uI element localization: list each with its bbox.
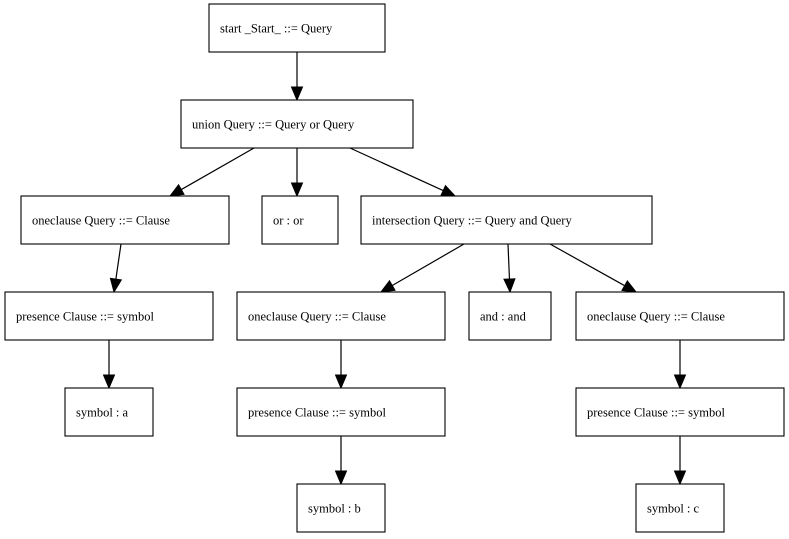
node-box [20,195,230,245]
node-box [360,195,653,245]
node-presence1: presence Clause ::= symbol [4,291,214,341]
edge-line [391,243,465,287]
node-presence2: presence Clause ::= symbol [236,387,446,437]
node-label: start _Start_ ::= Query [220,22,333,36]
arrowhead [621,279,638,293]
node-box [635,483,725,533]
edge-line [507,243,511,280]
node-label: oneclause Query ::= Clause [248,310,386,324]
node-box [468,291,552,341]
edge-intersection-to-and [503,243,516,294]
edge-line [549,243,625,287]
arrowhead [673,470,687,486]
node-symbol_b: symbol : b [296,483,386,533]
arrowhead [290,86,304,102]
node-label: oneclause Query ::= Clause [587,310,725,324]
edge-oneclause1-to-presence1 [109,243,123,294]
edge-union-to-intersection [349,147,457,197]
node-box [236,291,446,341]
edge-presence2-to-symbol_b [334,436,348,486]
node-label: symbol : b [308,502,361,516]
node-union: union Query ::= Query or Query [180,99,414,149]
node-intersection: intersection Query ::= Query and Query [360,195,653,245]
node-presence3: presence Clause ::= symbol [575,387,785,437]
edge-presence1-to-symbol_a [102,340,116,390]
edge-line [180,147,255,191]
node-box [575,291,785,341]
node-label: symbol : a [76,406,129,420]
node-label: intersection Query ::= Query and Query [372,214,572,228]
node-box [4,291,214,341]
arrowhead [102,374,116,390]
node-box [180,99,414,149]
arrowhead [290,182,304,198]
edge-oneclause2-to-presence2 [334,340,348,390]
node-label: and : and [480,310,527,324]
node-label: oneclause Query ::= Clause [32,214,170,228]
arrowhead [109,277,123,294]
node-label: presence Clause ::= symbol [587,406,725,420]
node-label: union Query ::= Query or Query [192,118,355,132]
edge-intersection-to-oneclause3 [549,243,638,293]
node-box [208,3,386,53]
node-box [261,195,339,245]
node-symbol_c: symbol : c [635,483,725,533]
arrowhead [334,374,348,390]
node-start: start _Start_ ::= Query [208,3,386,53]
node-box [64,387,154,437]
node-label: or : or [273,214,304,228]
edges-layer [102,52,687,486]
arrowhead [379,279,396,293]
node-label: presence Clause ::= symbol [16,310,154,324]
edge-oneclause3-to-presence3 [673,340,687,390]
node-oneclause3: oneclause Query ::= Clause [575,291,785,341]
edge-union-to-or [290,148,304,198]
node-box [236,387,446,437]
edge-intersection-to-oneclause2 [379,243,465,293]
edge-start-to-union [290,52,304,102]
arrowhead [168,183,185,197]
node-box [296,483,386,533]
node-oneclause1: oneclause Query ::= Clause [20,195,230,245]
node-and: and : and [468,291,552,341]
node-oneclause2: oneclause Query ::= Clause [236,291,446,341]
edge-union-to-oneclause1 [168,147,255,197]
node-label: presence Clause ::= symbol [248,406,386,420]
node-symbol_a: symbol : a [64,387,154,437]
node-label: symbol : c [647,502,700,516]
arrowhead [673,374,687,390]
arrowhead [503,278,516,294]
node-or: or : or [261,195,339,245]
edge-line [349,147,444,192]
arrowhead [334,470,348,486]
edge-presence3-to-symbol_c [673,436,687,486]
arrowhead [440,184,457,197]
edge-line [115,243,122,280]
node-box [575,387,785,437]
